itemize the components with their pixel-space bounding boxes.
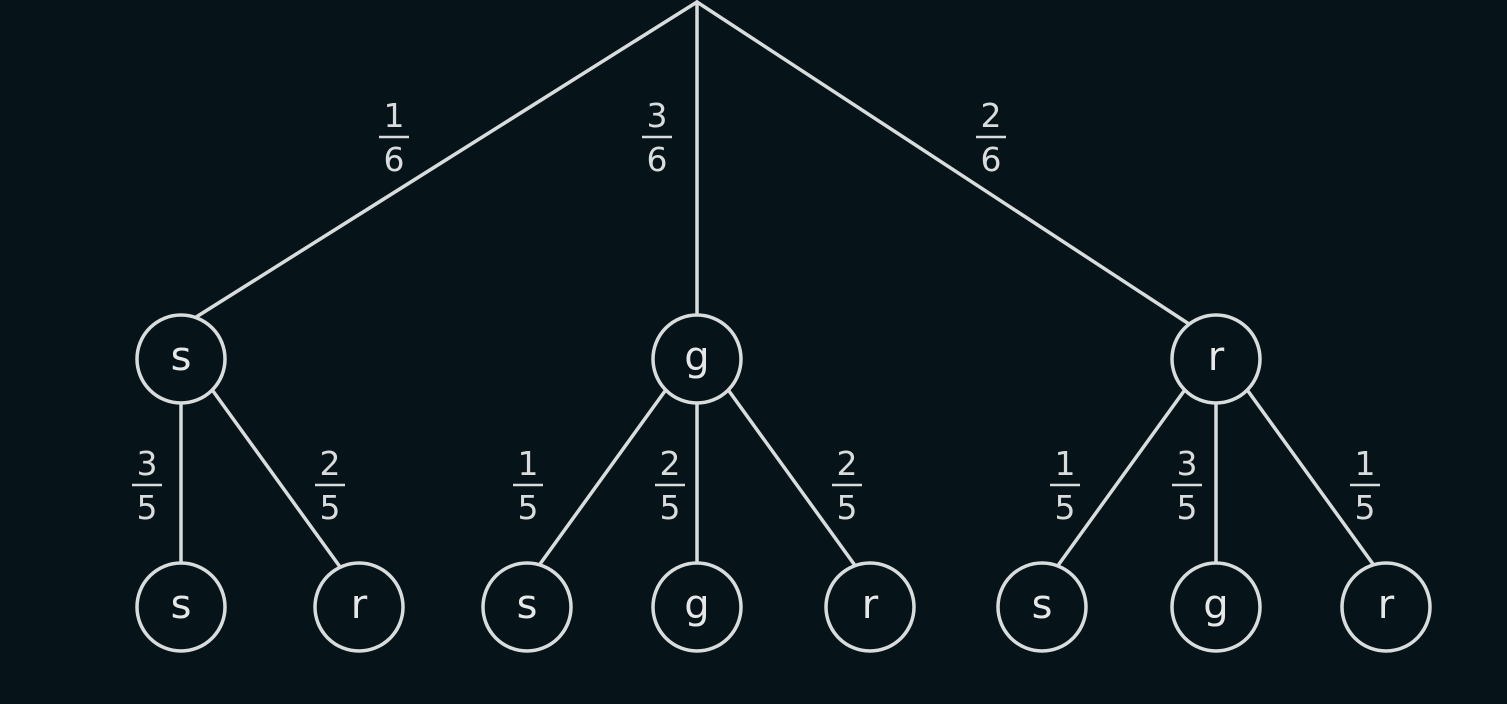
probability-denominator: 5 bbox=[518, 488, 539, 527]
probability-numerator: 1 bbox=[1055, 444, 1076, 483]
node-label: s bbox=[517, 582, 538, 628]
edge-probability-g-g: 2 5 bbox=[655, 444, 685, 527]
edge-probability-s-r: 2 5 bbox=[315, 444, 345, 527]
node-level2-r-r: r bbox=[1340, 561, 1432, 653]
node-level1-s: s bbox=[135, 313, 227, 405]
node-label: g bbox=[684, 582, 709, 628]
node-label: g bbox=[1203, 582, 1228, 628]
probability-denominator: 6 bbox=[384, 140, 405, 179]
node-level2-r-g: g bbox=[1170, 561, 1262, 653]
node-label: r bbox=[862, 582, 879, 628]
node-level2-g-s: s bbox=[481, 561, 573, 653]
edge-probability-g-r: 2 5 bbox=[832, 444, 862, 527]
node-label: s bbox=[1032, 582, 1053, 628]
node-circle bbox=[1170, 313, 1262, 405]
probability-numerator: 2 bbox=[660, 444, 681, 483]
node-label: r bbox=[351, 582, 368, 628]
edge-probability-r: 2 6 bbox=[976, 96, 1006, 179]
edge-g-to-s bbox=[533, 389, 667, 573]
edge-root-to-s bbox=[191, 0, 699, 321]
edge-probability-s: 1 6 bbox=[379, 96, 409, 179]
node-circle bbox=[824, 561, 916, 653]
edge-r-to-s bbox=[1052, 389, 1186, 573]
node-level2-s-s: s bbox=[135, 561, 227, 653]
probability-numerator: 2 bbox=[320, 444, 341, 483]
probability-denominator: 5 bbox=[1177, 488, 1198, 527]
node-circle bbox=[996, 561, 1088, 653]
probability-denominator: 5 bbox=[837, 488, 858, 527]
node-circle bbox=[651, 313, 743, 405]
node-circle bbox=[313, 561, 405, 653]
node-level1-r: r bbox=[1170, 313, 1262, 405]
node-level2-r-s: s bbox=[996, 561, 1088, 653]
node-level1-g: g bbox=[651, 313, 743, 405]
probability-denominator: 5 bbox=[1055, 488, 1076, 527]
edge-probability-r-s: 1 5 bbox=[1050, 444, 1080, 527]
node-circle bbox=[135, 313, 227, 405]
node-label: g bbox=[684, 334, 709, 380]
node-circle bbox=[1340, 561, 1432, 653]
node-label: r bbox=[1208, 334, 1225, 380]
probability-denominator: 5 bbox=[660, 488, 681, 527]
probability-numerator: 3 bbox=[647, 96, 668, 135]
probability-numerator: 3 bbox=[1177, 444, 1198, 483]
probability-denominator: 5 bbox=[320, 488, 341, 527]
probability-numerator: 1 bbox=[1355, 444, 1376, 483]
edge-probability-s-s: 3 5 bbox=[132, 444, 162, 527]
edge-root-to-r bbox=[695, 0, 1191, 326]
edge-g-to-r bbox=[727, 389, 861, 573]
node-label: r bbox=[1378, 582, 1395, 628]
node-circle bbox=[651, 561, 743, 653]
node-circle bbox=[481, 561, 573, 653]
edge-probability-g-s: 1 5 bbox=[513, 444, 543, 527]
probability-numerator: 2 bbox=[981, 96, 1002, 135]
root-edges bbox=[191, 0, 1191, 326]
probability-denominator: 6 bbox=[981, 140, 1002, 179]
probability-denominator: 5 bbox=[1355, 488, 1376, 527]
node-label: s bbox=[171, 334, 192, 380]
probability-denominator: 5 bbox=[137, 488, 158, 527]
probability-numerator: 1 bbox=[518, 444, 539, 483]
child-edges bbox=[179, 389, 1380, 573]
node-circle bbox=[1170, 561, 1262, 653]
edge-r-to-r bbox=[1246, 389, 1380, 573]
edge-probability-r-g: 3 5 bbox=[1172, 444, 1202, 527]
probability-numerator: 2 bbox=[837, 444, 858, 483]
node-level2-g-r: r bbox=[824, 561, 916, 653]
probability-numerator: 3 bbox=[137, 444, 158, 483]
probability-denominator: 6 bbox=[647, 140, 668, 179]
edge-probability-g: 3 6 bbox=[642, 96, 672, 179]
node-circle bbox=[135, 561, 227, 653]
node-label: s bbox=[171, 582, 192, 628]
node-level2-s-r: r bbox=[313, 561, 405, 653]
probability-numerator: 1 bbox=[384, 96, 405, 135]
edge-probability-r-r: 1 5 bbox=[1350, 444, 1380, 527]
edge-s-to-r bbox=[211, 389, 345, 573]
node-level2-g-g: g bbox=[651, 561, 743, 653]
